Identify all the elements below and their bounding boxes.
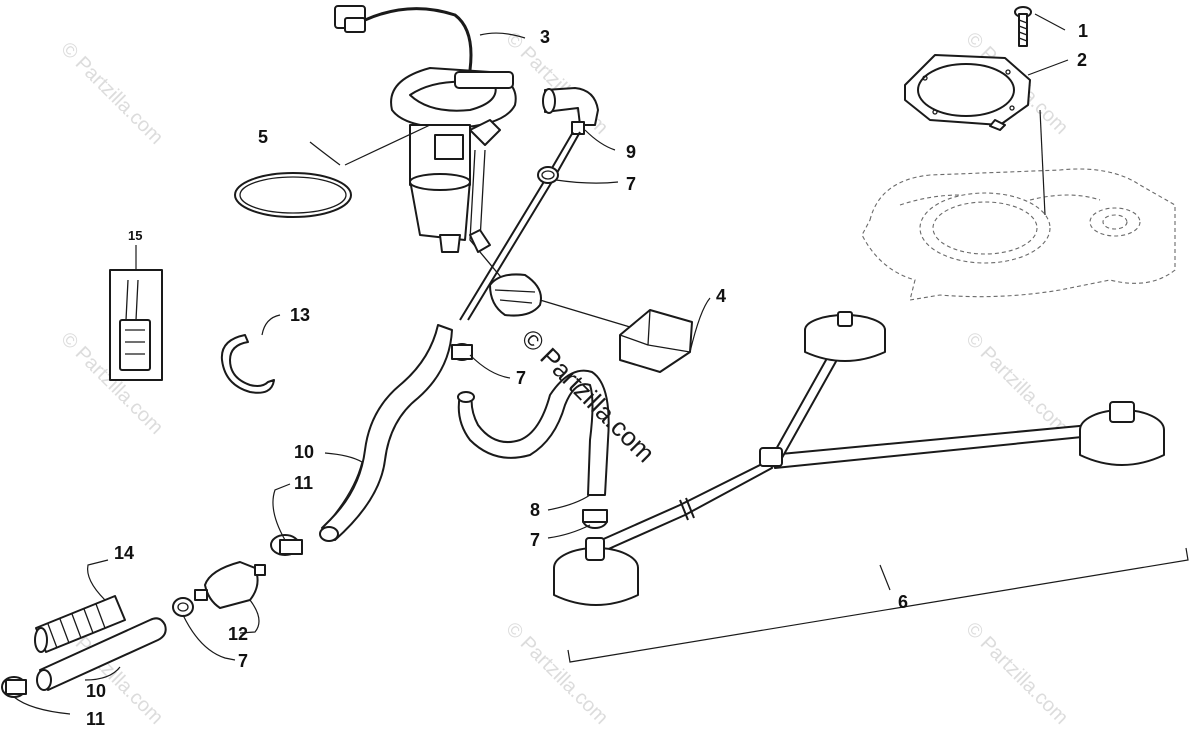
elbow-fitting	[542, 87, 599, 135]
callout-3: 3	[540, 27, 550, 47]
callout-6: 6	[898, 592, 908, 612]
leader-5	[344, 124, 431, 166]
faint-watermark: © Partzilla.com	[961, 328, 1072, 439]
electrical-connector	[539, 299, 693, 373]
hose-clamp	[451, 343, 473, 361]
spring-clip	[220, 334, 275, 394]
callout-15: 15	[128, 228, 142, 243]
callout-14: 14	[114, 543, 134, 563]
fuel-tank-outline	[861, 168, 1176, 301]
callout-7: 7	[238, 651, 248, 671]
callout-7: 7	[516, 368, 526, 388]
callout-labels: 1 2 3 4 5 6 7 7 7 7 8 9 10 10 11 11 12 1…	[86, 21, 1088, 729]
callout-5: 5	[258, 127, 268, 147]
pickup-harness	[553, 311, 1165, 606]
fuel-hose-short	[36, 617, 167, 691]
inline-fuel-filter	[194, 561, 266, 609]
callout-12: 12	[228, 624, 248, 644]
assembly-bracket	[567, 547, 1189, 663]
hose-clamp	[537, 166, 559, 184]
faint-watermark: © Partzilla.com	[961, 618, 1072, 729]
callout-8: 8	[530, 500, 540, 520]
hose-clamp	[270, 534, 303, 556]
fuel-pump-assembly	[334, 5, 542, 317]
callout-10: 10	[86, 681, 106, 701]
callout-9: 9	[626, 142, 636, 162]
faint-watermark: © Partzilla.com	[56, 38, 167, 149]
hose-clamp	[172, 597, 194, 617]
connector-kit-box	[109, 269, 163, 381]
screw	[1014, 6, 1032, 47]
protective-sleeve	[34, 595, 126, 653]
fuel-hose-main	[319, 324, 453, 542]
retaining-plate	[904, 54, 1031, 131]
o-ring-seal	[234, 172, 352, 218]
callout-11: 11	[294, 473, 313, 493]
callout-11: 11	[86, 709, 105, 729]
callout-7: 7	[530, 530, 540, 550]
leader-lines	[13, 13, 1069, 715]
faint-watermark: © Partzilla.com	[501, 618, 612, 729]
return-hose	[457, 369, 610, 496]
callout-10: 10	[294, 442, 314, 462]
callout-2: 2	[1077, 50, 1087, 70]
hose-clamp	[1, 676, 27, 698]
callout-4: 4	[716, 286, 726, 306]
callout-13: 13	[290, 305, 310, 325]
callout-7: 7	[626, 174, 636, 194]
callout-1: 1	[1078, 21, 1088, 41]
hose-clamp	[582, 509, 608, 529]
